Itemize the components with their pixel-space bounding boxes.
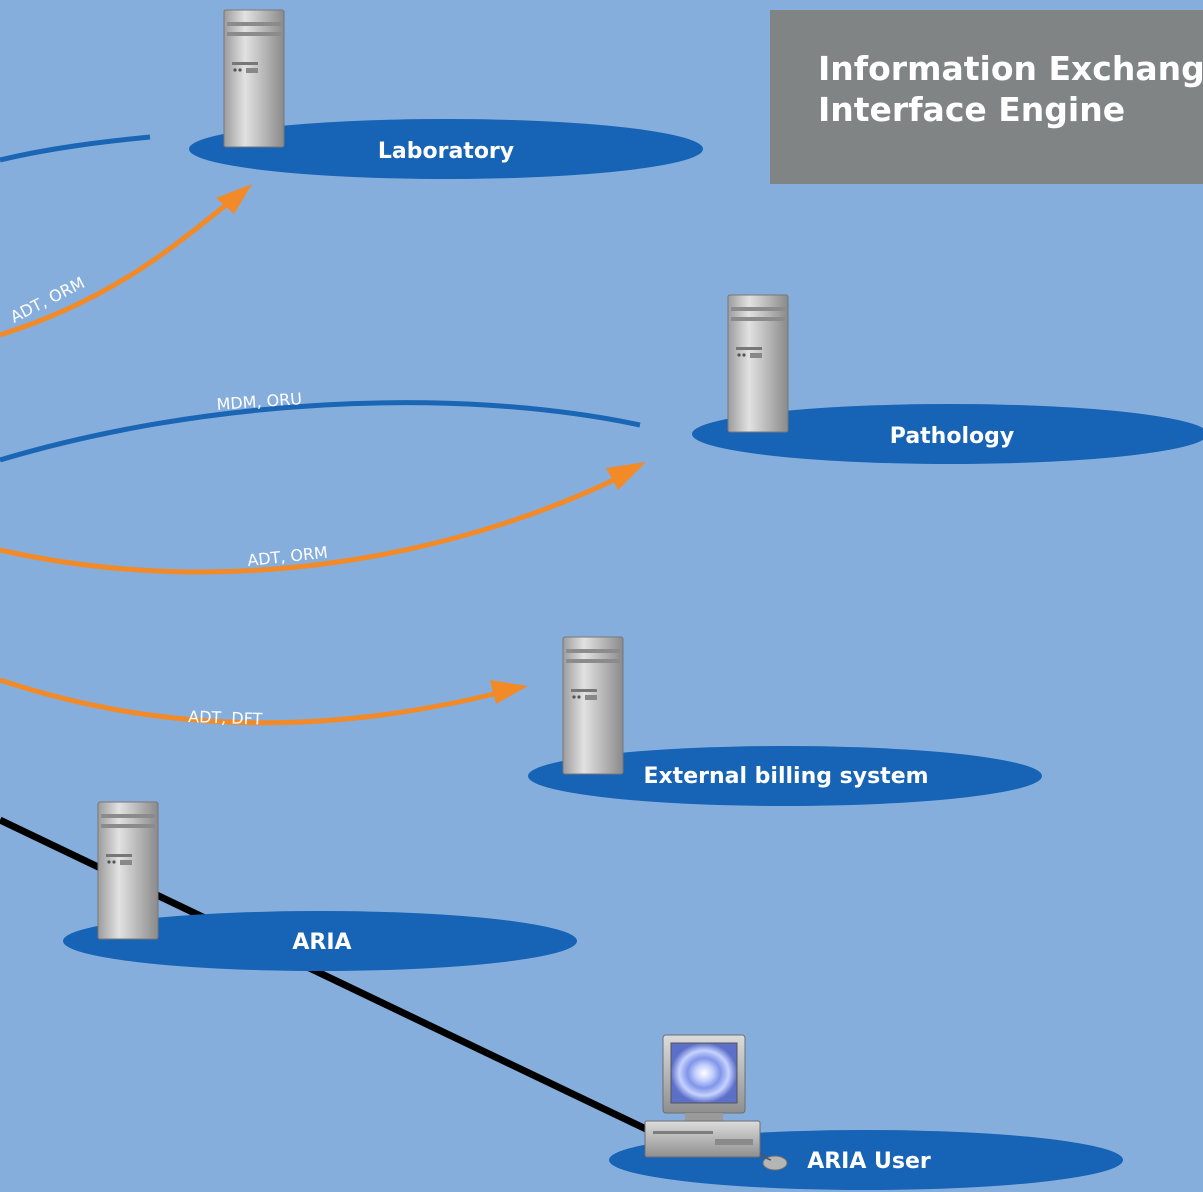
path-orange-arrowhead [606, 462, 646, 490]
title-box: Information Exchange Interface Engine [770, 10, 1203, 184]
title-line-2: Interface Engine [818, 90, 1126, 129]
path-orange-flow [0, 473, 624, 575]
lab-orange-flow [0, 198, 234, 338]
billing-orange-flow [0, 677, 503, 726]
laboratory-label: Laboratory [378, 139, 514, 164]
path-blue-flow [0, 400, 641, 463]
server-tower-icon [223, 9, 285, 148]
pathology-ellipse [692, 404, 1203, 464]
server-tower-icon [562, 636, 624, 775]
path-blue-flow-label: MDM, ORU [216, 389, 303, 414]
billing-orange-flow-label: ADT, DFT [188, 707, 263, 729]
billing-orange-arrowhead [490, 680, 528, 704]
network-connection-line [0, 816, 650, 1134]
billing-label: External billing system [643, 764, 928, 789]
lab-orange-arrowhead [216, 184, 252, 214]
server-tower-icon [97, 801, 159, 940]
aria-ellipse [63, 911, 577, 971]
desktop-computer-icon [644, 1034, 788, 1171]
billing-ellipse [528, 746, 1042, 806]
pathology-node: Pathology [692, 294, 1203, 464]
pathology-label: Pathology [890, 424, 1014, 449]
aria-label: ARIA [292, 930, 351, 955]
laboratory-ellipse [189, 119, 703, 179]
server-tower-icon [727, 294, 789, 433]
title-line-1: Information Exchange [818, 49, 1203, 88]
aria-user-label: ARIA User [807, 1149, 931, 1174]
billing-node: External billing system [528, 636, 1042, 806]
aria-node: ARIA [63, 801, 577, 971]
laboratory-node: Laboratory [189, 9, 703, 179]
aria-user-node: ARIA User [609, 1034, 1123, 1190]
lab-blue-flow [0, 134, 151, 163]
